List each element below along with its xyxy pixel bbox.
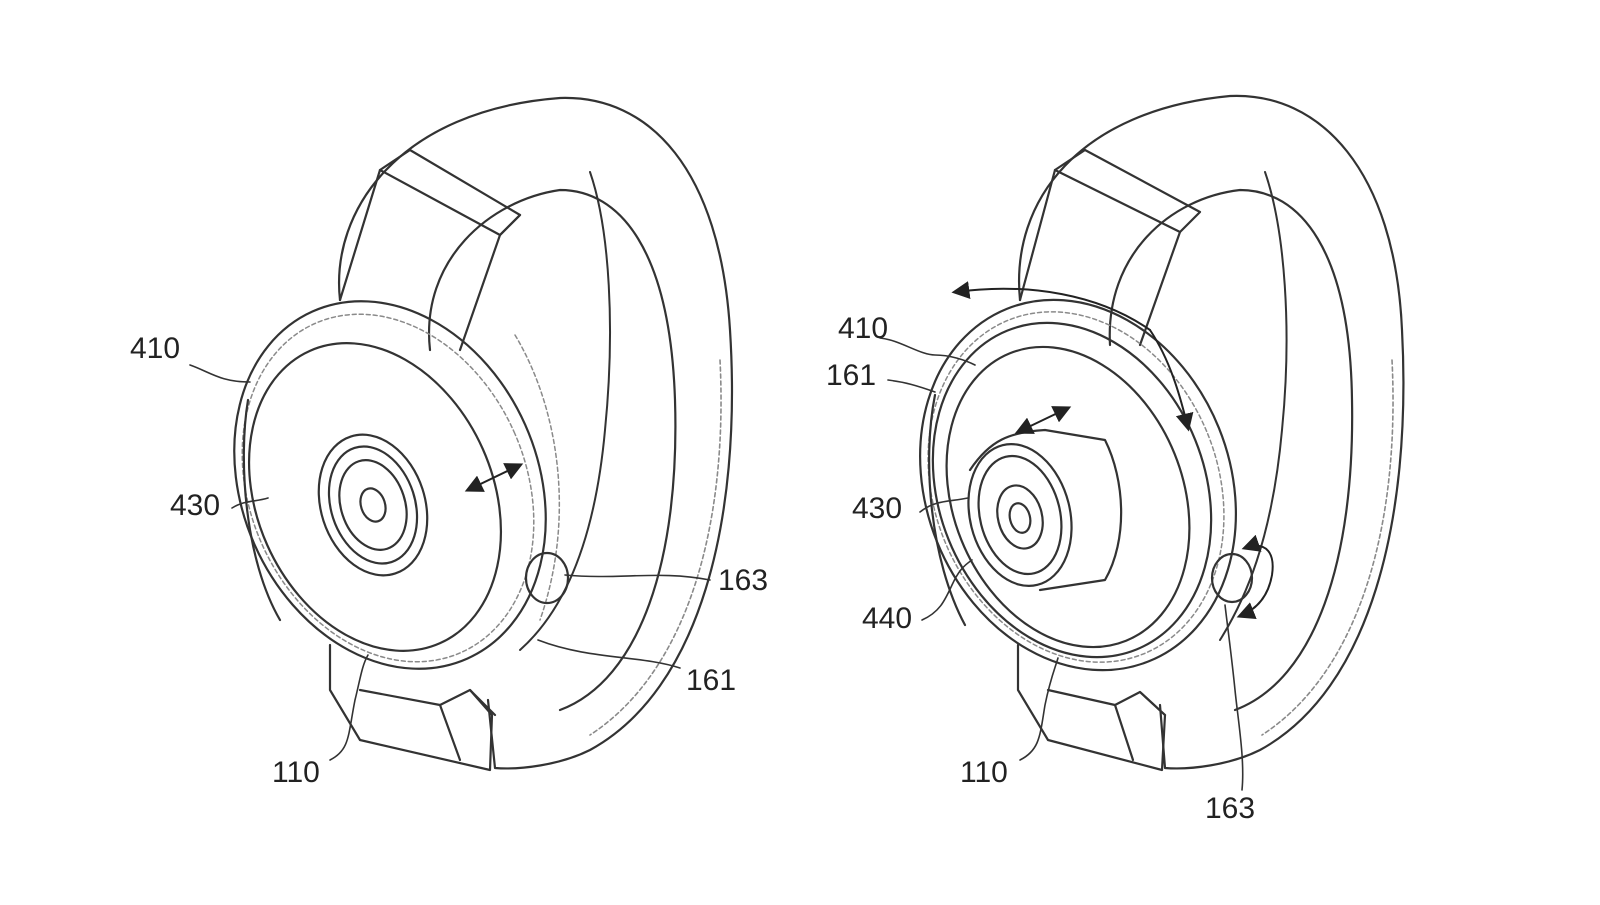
right-bezel-rotation-arrow-side [1149, 329, 1194, 432]
left-labels: 410 430 163 161 110 [130, 332, 768, 789]
right-label-display: 430 [852, 492, 902, 525]
left-label-bezel: 410 [130, 332, 180, 365]
right-watch-band [1016, 94, 1405, 772]
left-label-button: 163 [718, 564, 768, 597]
left-watch-head [233, 300, 570, 670]
left-bezel-arrow [464, 463, 524, 492]
left-label-display: 430 [170, 489, 220, 522]
right-bezel-rotation-arrow-top [951, 281, 1151, 331]
right-labels: 410 161 430 440 110 163 [826, 312, 1255, 825]
right-camera-module [967, 428, 1123, 592]
right-camera-arrow [1014, 406, 1072, 434]
left-crown-button [524, 551, 570, 605]
right-label-button: 163 [1205, 792, 1255, 825]
left-label-housing: 161 [686, 664, 736, 697]
right-label-housing: 161 [826, 359, 876, 392]
right-watch-head [919, 298, 1254, 672]
left-watch-band [328, 96, 734, 772]
right-label-bezel: 410 [838, 312, 888, 345]
right-label-camera: 440 [862, 602, 912, 635]
left-label-body: 110 [272, 756, 320, 789]
right-watch [879, 94, 1405, 791]
right-label-body: 110 [960, 756, 1008, 789]
left-watch [189, 96, 734, 772]
right-crown-button [1210, 552, 1254, 604]
right-crown-rotation-arrow [1236, 534, 1274, 620]
